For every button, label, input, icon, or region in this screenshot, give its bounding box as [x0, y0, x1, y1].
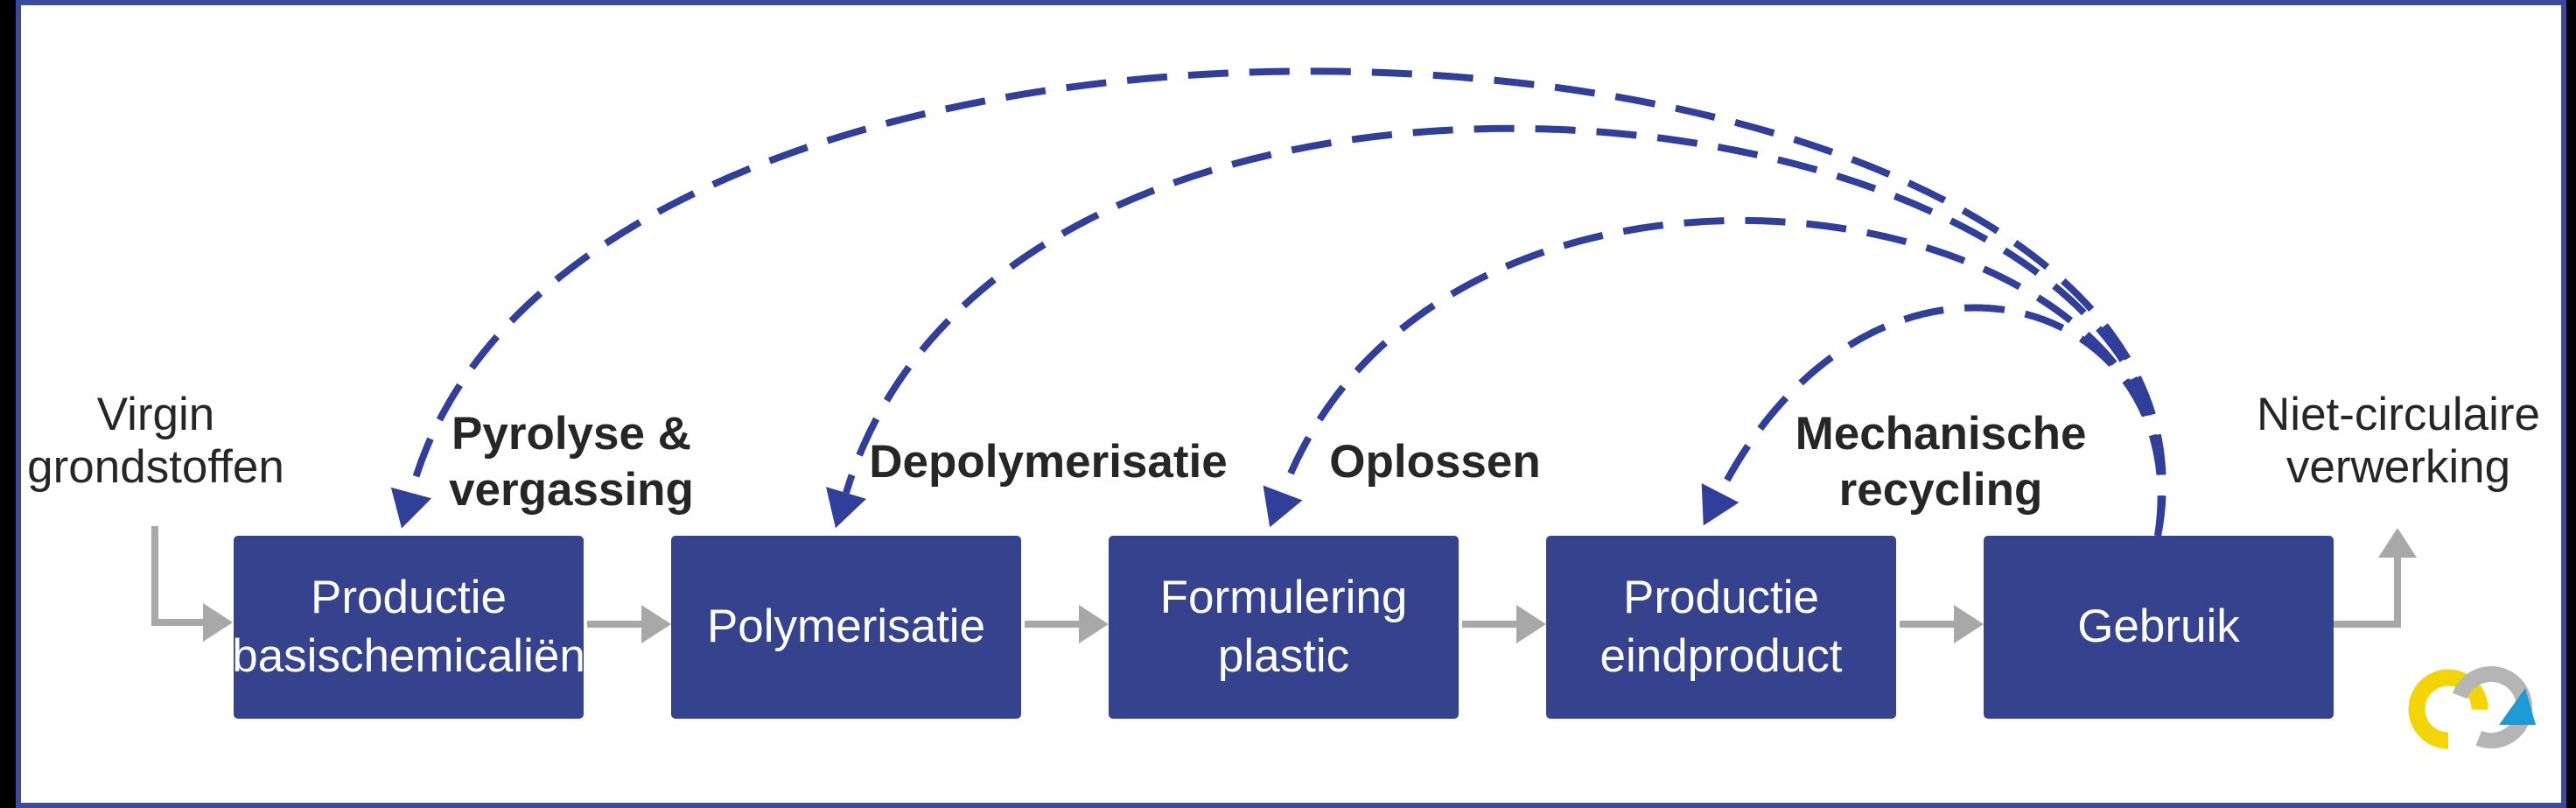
- route-label-pyrolyse-vergassing: Pyrolyse & vergassing: [449, 408, 694, 516]
- stage-box-polymerisatie: Polymerisatie: [671, 536, 1021, 719]
- output-label-niet-circulaire-verwerking: Niet-circulaire verwerking: [2257, 389, 2540, 493]
- stage-box-productie-basischemicalien: Productie basischemicaliën: [232, 536, 585, 719]
- stage-label: Productie eindproduct: [1600, 571, 1843, 682]
- stage-label: Polymerisatie: [706, 601, 986, 653]
- route-label-oplossen: Oplossen: [1329, 436, 1541, 488]
- input-label-virgin-grondstoffen: Virgin grondstoffen: [27, 389, 284, 493]
- stage-box-gebruik: Gebruik: [1984, 536, 2334, 719]
- stage-box-formulering-plastic: Formulering plastic: [1109, 536, 1459, 719]
- stage-box-productie-eindproduct: Productie eindproduct: [1546, 536, 1896, 719]
- stage-label: Formulering plastic: [1159, 571, 1408, 682]
- route-label-depolymerisatie: Depolymerisatie: [869, 436, 1228, 488]
- stage-label: Gebruik: [2077, 601, 2240, 653]
- route-label-mechanische-recycling: Mechanische recycling: [1795, 408, 2087, 516]
- stage-label: Productie basischemicaliën: [232, 571, 585, 682]
